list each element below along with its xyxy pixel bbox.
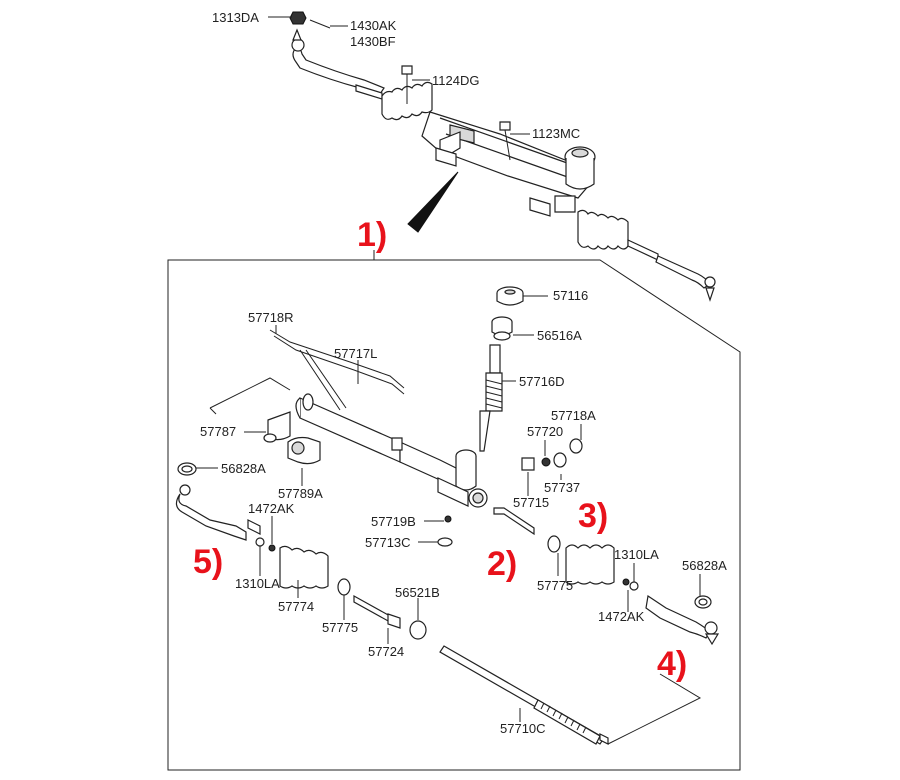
label-57717L: 57717L <box>334 346 377 361</box>
callout-4: 4) <box>657 645 687 683</box>
label-1310LA-left: 1310LA <box>235 576 280 591</box>
label-57718A: 57718A <box>551 408 596 423</box>
label-1472AK-left: 1472AK <box>248 501 295 516</box>
label-57774: 57774 <box>278 599 314 614</box>
label-57737: 57737 <box>544 480 580 495</box>
label-57716D: 57716D <box>519 374 565 389</box>
label-57710C: 57710C <box>500 721 546 736</box>
label-57719B: 57719B <box>371 514 416 529</box>
callout-5: 5) <box>193 543 223 581</box>
label-57789A: 57789A <box>278 486 323 501</box>
label-57787: 57787 <box>200 424 236 439</box>
label-1313DA: 1313DA <box>212 10 259 25</box>
callout-1: 1) <box>357 216 387 254</box>
label-1310LA-right: 1310LA <box>614 547 659 562</box>
label-57775-right: 57775 <box>537 578 573 593</box>
label-57775-left: 57775 <box>322 620 358 635</box>
label-1124DG: 1124DG <box>432 73 479 88</box>
label-1430AK: 1430AK <box>350 18 397 33</box>
callout-3: 3) <box>578 497 608 535</box>
label-57715: 57715 <box>513 495 549 510</box>
label-57724: 57724 <box>368 644 404 659</box>
label-57718R: 57718R <box>248 310 294 325</box>
label-57713C: 57713C <box>365 535 411 550</box>
label-57116: 57116 <box>553 288 588 303</box>
label-57720: 57720 <box>527 424 563 439</box>
label-56521B: 56521B <box>395 585 440 600</box>
top-rack-assembly <box>289 11 716 302</box>
label-56828A-left: 56828A <box>221 461 266 476</box>
label-1472AK-right: 1472AK <box>598 609 645 624</box>
label-56516A: 56516A <box>537 328 582 343</box>
callout-2: 2) <box>487 545 517 583</box>
label-56828A-right: 56828A <box>682 558 727 573</box>
exploded-parts <box>175 286 720 745</box>
label-1123MC: 1123MC <box>532 126 580 141</box>
exploded-view-frame <box>167 250 741 771</box>
label-1430BF: 1430BF <box>350 34 396 49</box>
